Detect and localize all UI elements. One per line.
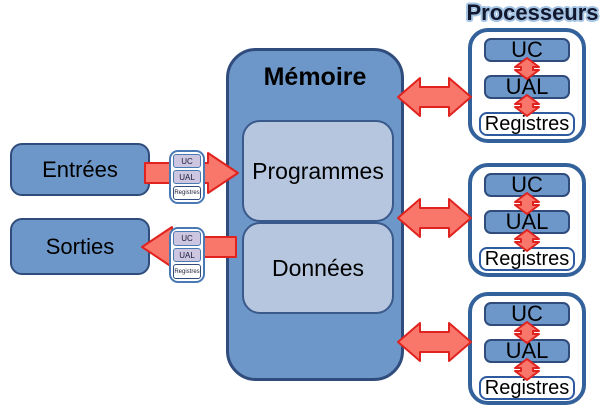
uc-box: UC: [484, 301, 570, 326]
outputs-label: Sorties: [45, 233, 115, 259]
mini-ual-label: UAL: [179, 250, 195, 260]
ual-box: UAL: [484, 74, 570, 99]
uc-box: UC: [484, 37, 570, 62]
inputs-box: Entrées: [10, 143, 150, 196]
ual-label: UAL: [505, 74, 549, 99]
ual-label: UAL: [505, 338, 549, 363]
memory-data-block: Données: [242, 222, 394, 314]
uc-label: UC: [511, 172, 543, 197]
arrow-memory-processor-2-icon: [397, 198, 472, 238]
mini-uc-box: UC: [173, 231, 201, 246]
programs-label: Programmes: [252, 157, 384, 184]
inputs-label: Entrées: [42, 156, 118, 182]
mini-registers-label: Registres: [174, 268, 200, 275]
mini-ual-box: UAL: [173, 247, 201, 263]
processor-box-1: UC UAL Registres: [468, 28, 586, 143]
registers-label: Registres: [484, 247, 570, 270]
registers-label: Registres: [484, 112, 570, 135]
mini-ual-label: UAL: [179, 172, 195, 182]
uc-box: UC: [484, 172, 570, 197]
ual-label: UAL: [505, 209, 549, 234]
processor-box-3: UC UAL Registres: [468, 292, 586, 405]
mini-cpu-icon: UC UAL Registres: [169, 150, 205, 204]
mini-registers-box: Registres: [173, 186, 201, 200]
outputs-box: Sorties: [10, 218, 150, 275]
mini-registers-label: Registres: [174, 190, 200, 196]
arrow-memory-processor-1-icon: [397, 77, 472, 117]
uc-label: UC: [511, 37, 543, 62]
memory-title: Mémoire: [263, 63, 367, 91]
processors-title: Processeurs: [466, 0, 599, 25]
mini-uc-box: UC: [173, 154, 201, 168]
mini-registers-box: Registres: [173, 264, 201, 280]
ual-box: UAL: [484, 209, 570, 234]
registers-box: Registres: [479, 247, 575, 271]
processor-box-2: UC UAL Registres: [468, 163, 586, 277]
mini-uc-label: UC: [181, 233, 193, 243]
data-label: Données: [271, 254, 365, 281]
registers-box: Registres: [479, 376, 575, 400]
registers-label: Registres: [484, 376, 570, 399]
memory-block: Mémoire Programmes Données: [226, 48, 404, 381]
mini-ual-box: UAL: [173, 170, 201, 184]
memory-programs-block: Programmes: [242, 120, 394, 222]
ual-box: UAL: [484, 338, 570, 363]
mini-cpu-icon: UC UAL Registres: [169, 227, 205, 283]
registers-box: Registres: [479, 112, 575, 136]
uc-label: UC: [511, 301, 543, 326]
mini-uc-label: UC: [181, 156, 193, 166]
arrow-memory-processor-3-icon: [397, 322, 472, 362]
